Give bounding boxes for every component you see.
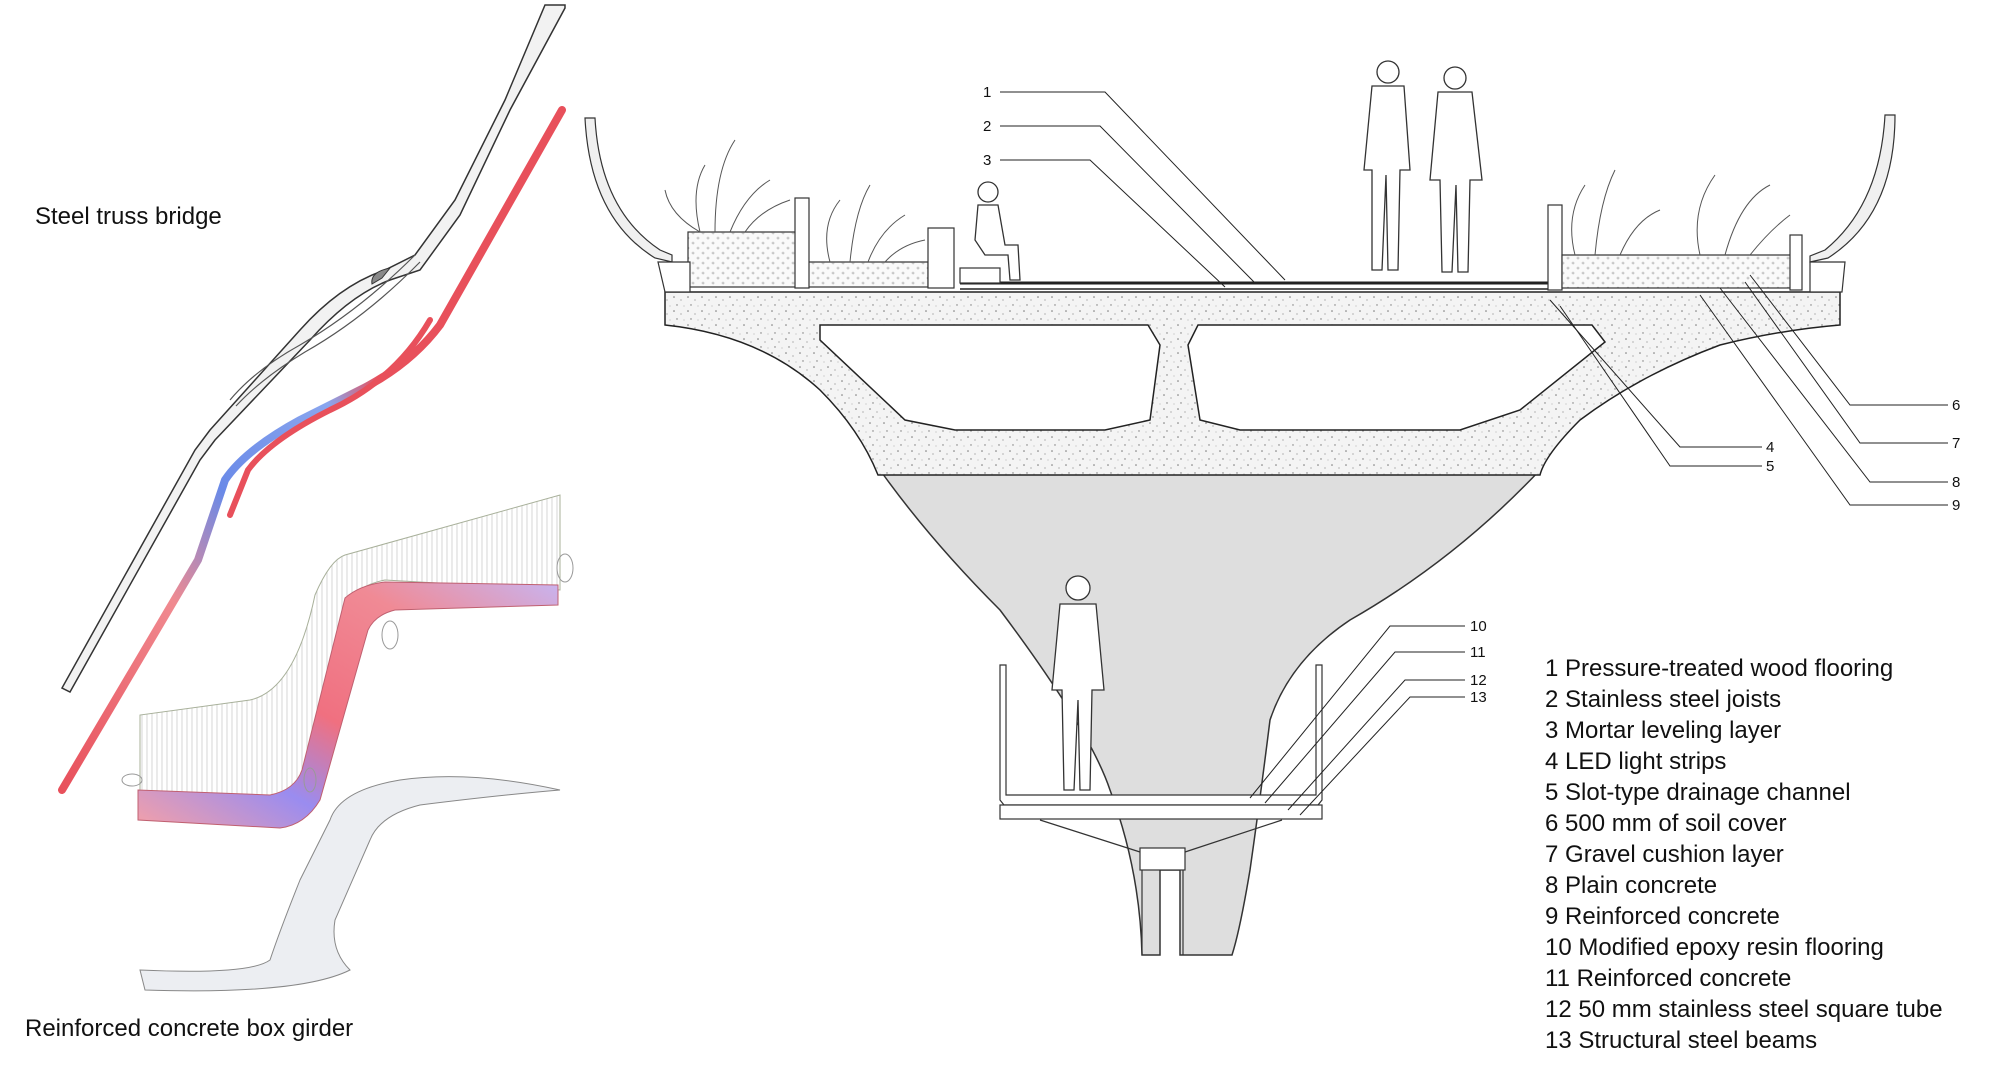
legend-num: 7 — [1545, 841, 1559, 868]
callout-13: 13 — [1470, 689, 1487, 706]
legend-text: Gravel cushion layer — [1565, 841, 1784, 868]
legend-item: 6 500 mm of soil cover — [1545, 808, 1943, 839]
legend-num: 4 — [1545, 748, 1559, 775]
callout-4: 4 — [1766, 439, 1774, 456]
caption-box-girder: Reinforced concrete box girder — [25, 1015, 354, 1042]
legend-text: LED light strips — [1565, 748, 1727, 775]
legend-item: 1 Pressure-treated wood flooring — [1545, 653, 1943, 684]
legend-item: 11 Reinforced concrete — [1545, 963, 1943, 994]
callout-1: 1 — [983, 84, 991, 101]
legend-text: Mortar leveling layer — [1565, 717, 1782, 744]
legend-num: 13 — [1545, 1027, 1572, 1054]
legend-num: 1 — [1545, 655, 1559, 682]
caption-steel-truss: Steel truss bridge — [35, 203, 222, 230]
legend-list: 1 Pressure-treated wood flooring 2 Stain… — [1545, 653, 1943, 1056]
callout-11: 11 — [1470, 644, 1486, 661]
legend-text: Plain concrete — [1565, 872, 1718, 899]
legend-text: Reinforced concrete — [1576, 965, 1792, 992]
legend-num: 10 — [1545, 934, 1572, 961]
legend-num: 5 — [1545, 779, 1559, 806]
box-girder-shell-graphic — [139, 776, 561, 992]
legend-text: Pressure-treated wood flooring — [1565, 655, 1894, 682]
legend-item: 10 Modified epoxy resin flooring — [1545, 932, 1943, 963]
legend-num: 3 — [1545, 717, 1559, 744]
legend-item: 13 Structural steel beams — [1545, 1025, 1943, 1056]
legend-item: 5 Slot-type drainage channel — [1545, 777, 1943, 808]
legend-text: Modified epoxy resin flooring — [1578, 934, 1884, 961]
legend-item: 7 Gravel cushion layer — [1545, 839, 1943, 870]
callout-12: 12 — [1470, 672, 1487, 689]
legend-item: 8 Plain concrete — [1545, 870, 1943, 901]
legend-num: 6 — [1545, 810, 1559, 837]
steel-truss-bridge-graphic — [60, 4, 566, 693]
legend-num: 8 — [1545, 872, 1559, 899]
legend-num: 12 — [1545, 996, 1572, 1023]
callout-9: 9 — [1952, 497, 1960, 514]
callout-10: 10 — [1470, 618, 1487, 635]
legend-num: 2 — [1545, 686, 1559, 713]
callout-7: 7 — [1952, 435, 1960, 452]
legend-item: 12 50 mm stainless steel square tube — [1545, 994, 1943, 1025]
plant-icon — [664, 139, 1791, 263]
legend-text: Structural steel beams — [1578, 1027, 1818, 1054]
legend-item: 4 LED light strips — [1545, 746, 1943, 777]
bench-icon — [959, 267, 1001, 284]
box-girder-stress-surface — [121, 494, 574, 829]
legend-text: Reinforced concrete — [1565, 903, 1780, 930]
callout-6: 6 — [1952, 397, 1960, 414]
stress-analysis-strip — [58, 106, 566, 794]
legend-text: 50 mm stainless steel square tube — [1578, 996, 1943, 1023]
callout-5: 5 — [1766, 458, 1774, 475]
legend-item: 9 Reinforced concrete — [1545, 901, 1943, 932]
legend-item: 3 Mortar leveling layer — [1545, 715, 1943, 746]
legend-item: 2 Stainless steel joists — [1545, 684, 1943, 715]
bridge-section-drawing: 1 2 3 4 5 6 7 8 9 10 11 12 13 — [584, 60, 1960, 956]
legend-text: Slot-type drainage channel — [1565, 779, 1851, 806]
callout-2: 2 — [983, 118, 991, 135]
callout-8: 8 — [1952, 474, 1960, 491]
legend-text: 500 mm of soil cover — [1565, 810, 1787, 837]
legend-num: 9 — [1545, 903, 1559, 930]
legend-text: Stainless steel joists — [1565, 686, 1782, 713]
legend-num: 11 — [1545, 965, 1570, 992]
person-figure-icon — [974, 60, 1483, 791]
callout-3: 3 — [983, 152, 991, 169]
